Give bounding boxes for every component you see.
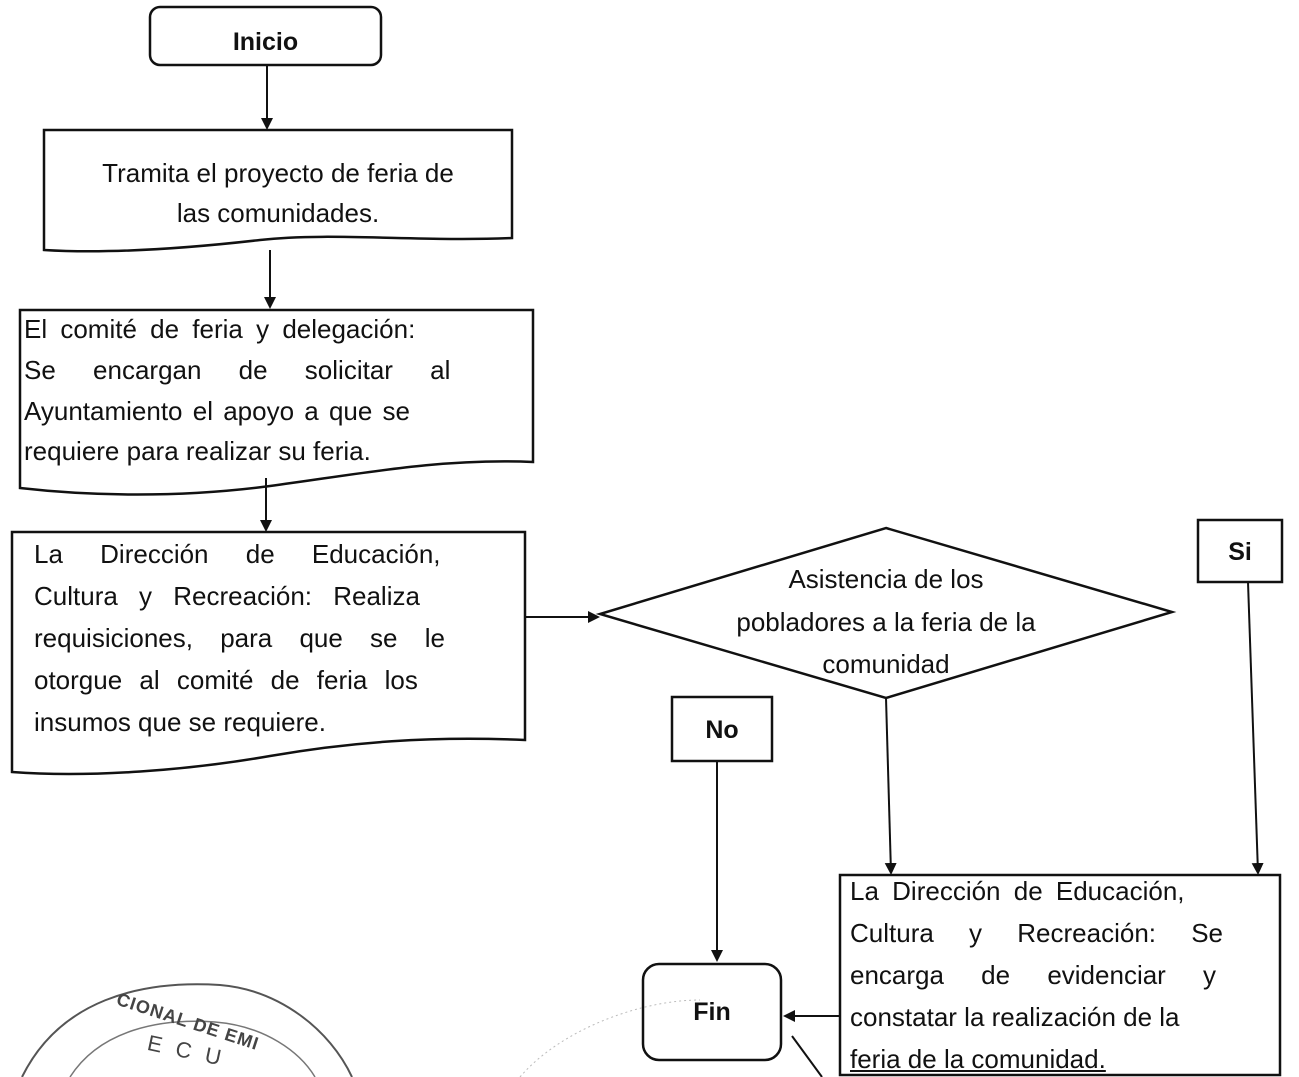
step1-line-2: las comunidades. — [176, 198, 380, 228]
end-label: Fin — [693, 998, 731, 1026]
step2-line-1: El comité de feria y delegación: — [24, 314, 416, 344]
decision-line-3: comunidad — [822, 649, 950, 679]
end-terminator — [641, 962, 783, 1062]
stray-line — [791, 1035, 823, 1077]
start-label: Inicio — [232, 28, 299, 56]
step1-line-1: Tramita el proyecto de feria de — [102, 158, 454, 188]
step4-line-1: La Dirección de Educación, — [850, 876, 1185, 906]
step3-line-5: insumos que se requiere. — [34, 707, 326, 737]
official-seal — [21, 983, 353, 1077]
step2-line-4: requiere para realizar su feria. — [24, 436, 371, 466]
start-terminator — [148, 5, 383, 67]
step4-line-5: feria de la comunidad. — [850, 1044, 1106, 1074]
step4-line-4: constatar la realización de la — [850, 1002, 1180, 1032]
step3-line-3: requisiciones, para que se le — [34, 623, 445, 653]
connector-yes-to-step4 — [1247, 581, 1264, 875]
decision-line-2: pobladores a la feria de la — [736, 607, 1036, 637]
step2-line-2: Se encargan de solicitar al — [24, 355, 451, 385]
no-label-box — [670, 695, 774, 763]
faint-stamp-arc — [519, 999, 701, 1077]
step3-line-1: La Dirección de Educación, — [34, 539, 441, 569]
yes-label: Si — [1228, 538, 1252, 566]
step3-line-4: otorgue al comité de feria los — [34, 665, 418, 695]
step4-process-box — [838, 873, 1282, 1077]
step2-document-shape — [18, 308, 535, 496]
step3-document-shape — [10, 530, 527, 776]
decision-line-1: Asistencia de los — [788, 564, 984, 594]
step2-line-3: Ayuntamiento el apoyo a que se — [24, 396, 411, 426]
no-label: No — [705, 716, 739, 744]
step4-line-2: Cultura y Recreación: Se — [850, 918, 1224, 948]
step3-line-2: Cultura y Recreación: Realiza — [34, 581, 420, 611]
step1-document-shape — [42, 128, 514, 253]
step4-line-3: encarga de evidenciar y — [850, 960, 1217, 990]
yes-label-box — [1196, 518, 1284, 584]
connector-decision-to-step4 — [884, 697, 897, 875]
